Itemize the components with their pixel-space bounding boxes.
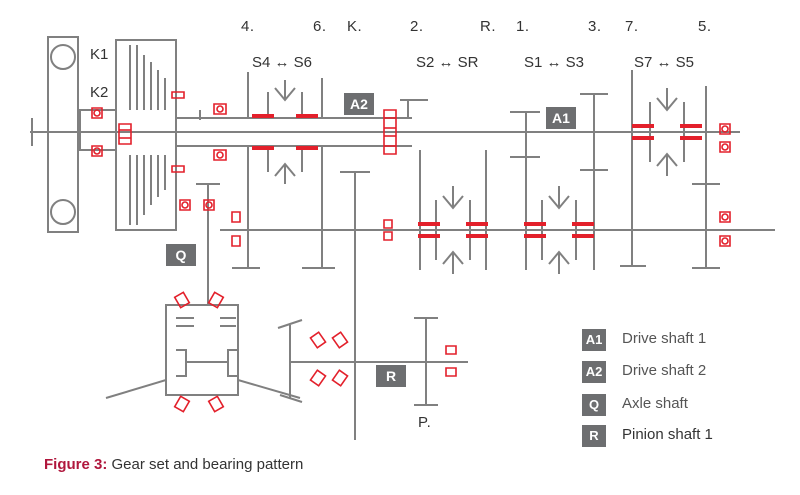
bearing-counter-left-1: [232, 212, 240, 222]
bearing-k2-lower: [92, 146, 102, 156]
legend-label-a2: Drive shaft 2: [622, 362, 707, 379]
bearing-pinion-end-1: [446, 346, 456, 354]
bearing-diff-top-right: [209, 292, 224, 307]
bearing-counter-right-2: [720, 236, 730, 246]
legend-label-a1: Drive shaft 1: [622, 330, 707, 347]
legend-tag-a2: A2: [582, 361, 606, 383]
bearing-s4-lower: [214, 150, 226, 160]
bearing-axle-2: [204, 200, 214, 210]
figure-caption-prefix: Figure 3:: [44, 456, 108, 473]
clutch-k1-ring-top: [51, 45, 75, 69]
sync-s4-s6-hub: [268, 80, 302, 184]
gear-label-5: 5.: [698, 18, 712, 35]
sleeve-s5-bot: [680, 136, 702, 140]
gear-label-3: 3.: [588, 18, 602, 35]
bearing-pinion-4: [332, 370, 347, 386]
clutch-label-k2: K2: [90, 84, 109, 101]
bearing-a2-upper: [172, 92, 184, 98]
sleeve-s2-bot: [418, 234, 440, 238]
gear-label-7: 7.: [625, 18, 639, 35]
sync-label-s4-s6: S4 ↔ S6: [252, 54, 313, 71]
gear-label-6: 6.: [313, 18, 327, 35]
gear-label-k: K.: [347, 18, 363, 35]
bearing-a2-lower: [172, 166, 184, 172]
clutch-k2-housing: [116, 40, 176, 230]
bearing-s4-upper: [214, 104, 226, 114]
bearing-k2-upper: [92, 108, 102, 118]
bearing-clutch-hub: [119, 124, 131, 144]
tag-q: Q: [166, 244, 196, 266]
clutch-k1-ring-bottom: [51, 200, 75, 224]
bearing-a1-end-2: [720, 142, 730, 152]
legend-tag-q: Q: [582, 394, 606, 416]
gear-label-2: 2.: [410, 18, 424, 35]
sleeve-s5-top: [680, 124, 702, 128]
legend-label-q: Axle shaft: [622, 395, 688, 412]
sleeve-sr-bot: [466, 234, 488, 238]
gear-label-p: P.: [418, 414, 432, 431]
sleeve-s4-bot: [252, 146, 274, 150]
sync-label-s1-s3: S1 ↔ S3: [524, 54, 585, 71]
sleeve-s4-top: [252, 114, 274, 118]
bearing-counter-left-2: [232, 236, 240, 246]
gear-label-1: 1.: [516, 18, 530, 35]
bearing-counter-mid-2: [384, 232, 392, 240]
sync-label-s2-sr: S2 ↔ SR: [416, 54, 479, 71]
sleeve-s6-top: [296, 114, 318, 118]
gear-label-r: R.: [480, 18, 496, 35]
sync-s1-s3-hub: [542, 186, 576, 274]
gear-label-4: 4.: [241, 18, 255, 35]
bearing-counter-mid-1: [384, 220, 392, 228]
sleeve-s1-top: [524, 222, 546, 226]
tag-r: R: [376, 365, 406, 387]
sleeve-s3-top: [572, 222, 594, 226]
bearing-pinion-3: [310, 370, 325, 386]
legend-label-r: Pinion shaft 1: [622, 426, 713, 443]
clutch-k1-housing: [48, 37, 78, 232]
bearing-pinion-end-2: [446, 368, 456, 376]
bearing-a2-end: [384, 110, 396, 154]
sync-s2-sr-hub: [436, 186, 470, 274]
sleeve-s3-bot: [572, 234, 594, 238]
bearing-diff-top-left: [175, 292, 190, 307]
figure-caption: Figure 3: Gear set and bearing pattern: [44, 456, 303, 473]
sleeve-s2-top: [418, 222, 440, 226]
bearing-pinion-2: [332, 332, 347, 348]
sync-label-s7-s5: S7 ↔ S5: [634, 54, 695, 71]
sleeve-s1-bot: [524, 234, 546, 238]
bearing-counter-right-1: [720, 212, 730, 222]
sleeve-s6-bot: [296, 146, 318, 150]
bearing-a1-end-1: [720, 124, 730, 134]
tag-a1: A1: [546, 107, 576, 129]
axle-left: [106, 380, 166, 398]
bearing-axle-1: [180, 200, 190, 210]
sleeve-s7-bot: [632, 136, 654, 140]
sleeve-s7-top: [632, 124, 654, 128]
sleeve-sr-top: [466, 222, 488, 226]
sync-s7-s5-hub: [650, 88, 684, 176]
tag-a2: A2: [344, 93, 374, 115]
figure-caption-text: Gear set and bearing pattern: [111, 456, 304, 473]
legend-tag-a1: A1: [582, 329, 606, 351]
legend-tag-r: R: [582, 425, 606, 447]
bearing-pinion-1: [310, 332, 325, 348]
bearing-diff-bot-left: [175, 396, 190, 411]
bearing-diff-bot-right: [209, 396, 224, 411]
clutch-label-k1: K1: [90, 46, 109, 63]
